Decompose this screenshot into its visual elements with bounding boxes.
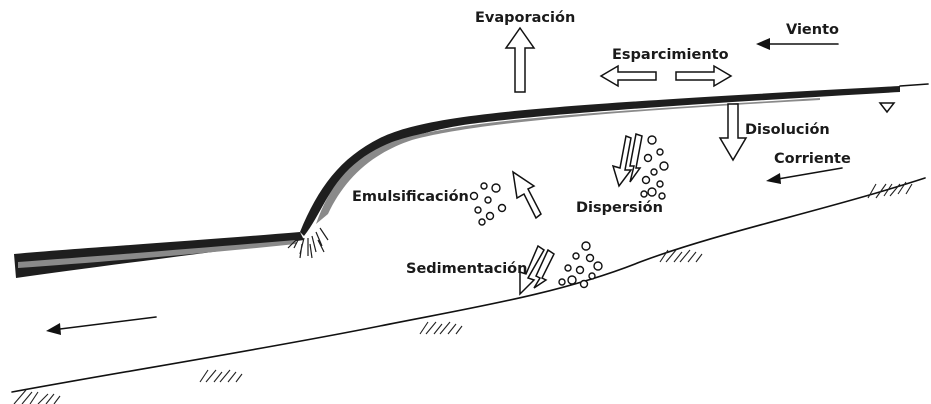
hatch-mark bbox=[14, 390, 60, 404]
water-surface-line bbox=[900, 84, 928, 86]
label-dispersion: Dispersión bbox=[576, 200, 663, 216]
oil-slick-upper-inner bbox=[316, 98, 820, 224]
evaporacion-arrow bbox=[506, 28, 534, 92]
hatch-mark bbox=[200, 370, 242, 382]
sedimentacion-droplets bbox=[559, 242, 602, 288]
riverbed-line bbox=[12, 178, 925, 392]
label-disolucion: Disolución bbox=[745, 122, 830, 138]
label-esparcimiento: Esparcimiento bbox=[612, 47, 729, 63]
esparcimiento-arrow-left bbox=[601, 66, 656, 86]
emulsificacion-droplets bbox=[471, 183, 506, 225]
dispersion-arrow-1 bbox=[613, 136, 631, 186]
dispersion-droplets bbox=[641, 136, 668, 199]
label-corriente: Corriente bbox=[774, 151, 851, 167]
hatch-mark bbox=[420, 322, 462, 334]
arrow-left-icon bbox=[766, 168, 842, 184]
riverbed-hatching bbox=[14, 182, 912, 404]
arrow-left-icon bbox=[756, 38, 838, 50]
triangle-down-icon bbox=[880, 103, 894, 112]
arrow-left-icon bbox=[46, 317, 156, 335]
label-emulsificacion: Emulsificación bbox=[352, 189, 469, 205]
label-sedimentacion: Sedimentación bbox=[406, 261, 527, 277]
esparcimiento-arrow-right bbox=[676, 66, 731, 86]
hatch-mark bbox=[660, 250, 702, 262]
label-evaporacion: Evaporación bbox=[475, 10, 575, 26]
emulsificacion-arrow bbox=[513, 172, 541, 218]
dispersion-arrow-2 bbox=[630, 134, 642, 182]
label-viento: Viento bbox=[786, 22, 839, 38]
disolucion-arrow bbox=[720, 104, 746, 160]
